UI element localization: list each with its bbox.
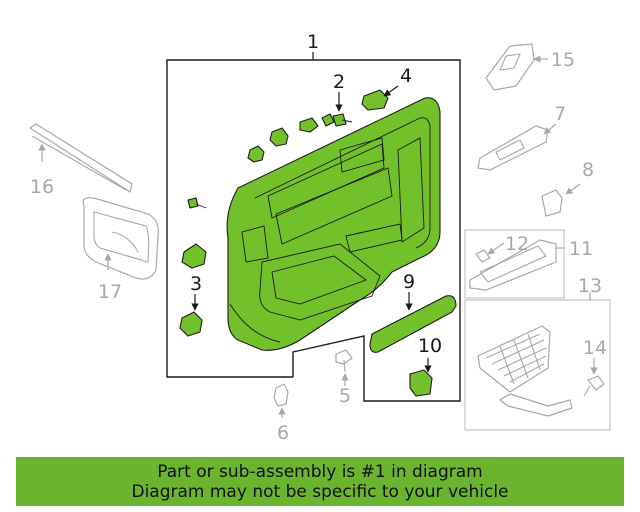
part-10-bracket[interactable]: 10	[409, 335, 442, 397]
clip-b[interactable]	[269, 127, 289, 147]
part-16-weatherstrip[interactable]: 16	[29, 123, 133, 198]
callout-15: 15	[551, 49, 575, 71]
grommet[interactable]	[181, 243, 207, 269]
callout-13: 13	[578, 275, 602, 297]
banner-line-2: Diagram may not be specific to your vehi…	[131, 481, 509, 502]
callout-10: 10	[418, 335, 442, 357]
part-5-bolt[interactable]: 5	[335, 349, 353, 407]
callout-6: 6	[277, 422, 289, 444]
callout-2: 2	[333, 71, 345, 93]
callout-16: 16	[30, 176, 54, 198]
part-info-banner: Part or sub-assembly is #1 in diagram Di…	[16, 457, 624, 506]
callout-9: 9	[403, 271, 415, 293]
callout-3: 3	[190, 273, 202, 295]
part-15-switch[interactable]: 15	[485, 43, 575, 91]
assembly-frame-1	[166, 52, 461, 402]
callout-1: 1	[307, 31, 319, 53]
callout-7: 7	[554, 103, 566, 125]
part-8-pad[interactable]: 8	[541, 159, 594, 217]
screw-small[interactable]	[187, 197, 207, 209]
callout-14: 14	[583, 337, 607, 359]
part-7-bezel[interactable]: 7	[477, 103, 566, 171]
callout-4: 4	[400, 65, 412, 87]
door-trim-panel[interactable]	[226, 97, 441, 351]
banner-line-1: Part or sub-assembly is #1 in diagram	[157, 461, 483, 482]
callout-12: 12	[505, 233, 529, 255]
part-3-push-pin[interactable]: 3	[179, 273, 203, 337]
part-11-pocket-group[interactable]: 12 11	[464, 229, 593, 299]
callout-5: 5	[339, 385, 351, 407]
part-17-handle-bezel[interactable]: 17	[82, 197, 159, 303]
parts-diagram: 2 4 3 9 10 1 5 6	[29, 31, 611, 444]
clip-c[interactable]	[299, 113, 335, 133]
part-4-clip[interactable]: 4	[361, 65, 412, 111]
part-6-clip[interactable]: 6	[273, 383, 289, 444]
part-13-net-group[interactable]: 13 14	[464, 275, 611, 431]
part-2-screw[interactable]: 2	[332, 71, 353, 127]
callout-17: 17	[98, 281, 122, 303]
clip-a[interactable]	[247, 145, 265, 163]
part-9-armrest-pad[interactable]: 9	[369, 271, 457, 353]
callout-11: 11	[569, 238, 593, 260]
callout-8: 8	[582, 159, 594, 181]
